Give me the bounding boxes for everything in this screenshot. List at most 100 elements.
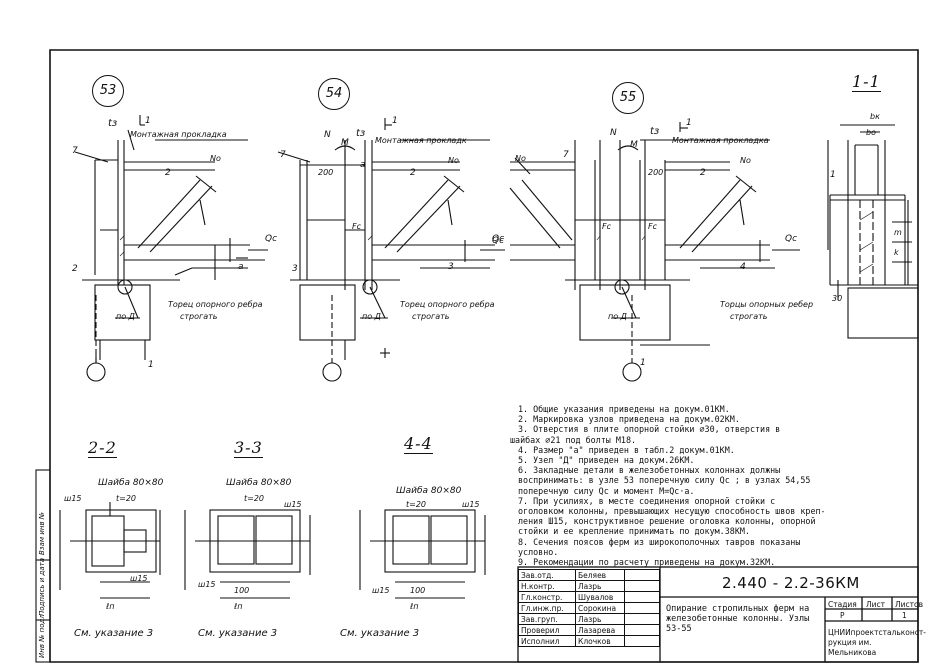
- note-line: 8. Сечения поясов ферм из широкополочных…: [518, 536, 801, 547]
- mount-plate-label-53: Монтажная прокладка: [130, 130, 227, 139]
- detail-d-label-53: по Д: [116, 312, 135, 321]
- cut-3b-label-54: 3: [448, 262, 454, 272]
- mount-plate-label-55: Монтажная прокладка: [672, 136, 769, 145]
- note-line: 3. Отверстия в плите опорной стойки ⌀30,…: [518, 424, 781, 435]
- dim-200-label-55: 200: [648, 168, 664, 177]
- note-line: стойки и ее крепление принимать по докум…: [518, 526, 750, 537]
- sheets-header: Листов: [895, 600, 924, 609]
- washer-label-22: Шайба 80×80: [98, 478, 164, 488]
- note-line: 1. Общие указания приведены на докум.01К…: [518, 404, 730, 414]
- general-notes: 1. Общие указания приведены на докум.01К…: [510, 404, 890, 567]
- member-2-label-55: 2: [700, 168, 706, 178]
- m-label-54: M: [341, 138, 349, 148]
- qc-right-label-55: Qс: [785, 234, 798, 244]
- plane-label-53: строгать: [180, 312, 218, 321]
- sheets-value: 1: [902, 611, 907, 620]
- document-title: Опирание стропильных ферм на железобетон…: [666, 604, 810, 634]
- weld-b-label-22: ш15: [130, 574, 148, 583]
- section-2-2-title: 2-2: [88, 438, 117, 458]
- section-1-1-title: 1-1: [852, 72, 881, 92]
- node-53-label: 53: [99, 83, 117, 98]
- no-label-53: No: [210, 154, 221, 163]
- no-label-55: No: [740, 156, 751, 165]
- node-55-marker: 55: [612, 82, 644, 114]
- node-53-marker: 53: [92, 75, 124, 107]
- note-line: 7. При усилиях, в месте соединения опорн…: [518, 495, 776, 506]
- section-4-4-title: 4-4: [404, 434, 433, 454]
- side-replace-inv: Взам инв №: [38, 511, 46, 555]
- weld-label-33: ш15: [284, 500, 302, 509]
- member-2-label-54: 2: [410, 168, 416, 178]
- stage-header: Стадия: [828, 600, 857, 609]
- ts-label-55: tз: [650, 126, 660, 137]
- t20-label-33: t=20: [244, 494, 265, 503]
- note-line: условно.: [518, 546, 559, 557]
- staff-row: Зав.отд.Беляев: [518, 569, 660, 581]
- document-code: 2.440 - 2.2-36КМ: [722, 574, 860, 592]
- member-1-label-11: 1: [830, 170, 836, 180]
- no-label-54: No: [448, 156, 459, 165]
- note-line: воспринимать: в узле 53 поперечную силу …: [518, 475, 811, 486]
- cut-2-label-53: 2: [72, 264, 78, 274]
- member-7-label-54: 7: [280, 150, 286, 160]
- dim-200-label-54: 200: [318, 168, 334, 177]
- no-left-label-55: No: [515, 154, 526, 163]
- note-line: 4. Размер "а" приведен в табл.2 докум.01…: [518, 444, 735, 455]
- weld-b-label-33: ш15: [198, 580, 216, 589]
- see-note-label-33: См. указание 3: [198, 628, 278, 639]
- k-dim-label-11: k: [894, 248, 899, 257]
- see-note-label-22: См. указание 3: [74, 628, 154, 639]
- bk-label-11: bк: [870, 112, 880, 121]
- cut-4-label-55: 4: [740, 262, 746, 272]
- see-note-label-44: См. указание 3: [340, 628, 420, 639]
- ts-label-53: tз: [108, 118, 118, 129]
- dim-100-label-33: 100: [234, 586, 250, 595]
- note-line: поперечную силу Qс и момент М=Qс·а.: [518, 485, 695, 496]
- note-line: ления Ш15, конструктивное решение оголов…: [518, 516, 816, 527]
- ln-label-22: ℓп: [106, 602, 115, 611]
- organization: ЦНИИпроектстальконст-рукция им. Мельнико…: [828, 628, 926, 657]
- staff-row: Гл.констр.Шувалов: [518, 591, 660, 603]
- cut-1b-label-53: 1: [148, 360, 154, 370]
- cut-1-label-53: 1: [145, 116, 151, 126]
- staff-row: Зав.груп.Лазрь: [518, 613, 660, 625]
- node-54-label: 54: [325, 86, 343, 101]
- fc-label-54: Fс: [352, 222, 361, 231]
- note-line: 2. Маркировка узлов приведена на докум.0…: [518, 414, 740, 425]
- detail-d-label-55: по Д: [608, 312, 627, 321]
- title-block-staff: Зав.отд.Беляев Н.контр.Лазрь Гл.констр.Ш…: [518, 569, 660, 647]
- m-label-55: M: [630, 140, 638, 150]
- ts-label-54: tз: [356, 128, 366, 139]
- end-faces-label-55: Торцы опорных ребер: [720, 300, 814, 309]
- note-line: 6. Закладные детали в железобетонных кол…: [518, 465, 781, 476]
- member-7-label-53: 7: [72, 146, 78, 156]
- end-face-label-54: Торец опорного ребра: [400, 300, 495, 309]
- end-face-label-53: Торец опорного ребра: [168, 300, 263, 309]
- qc-label-54: Qс: [492, 234, 505, 244]
- n-label-55: N: [610, 128, 617, 138]
- weld-label-22: ш15: [64, 494, 82, 503]
- a-label-53: a: [238, 262, 244, 272]
- n-label-54: N: [324, 130, 331, 140]
- washer-label-33: Шайба 80×80: [226, 478, 292, 488]
- plane-label-55: строгать: [730, 312, 768, 321]
- fc-left-label-55: Fс: [602, 222, 611, 231]
- cut-1-label-55: 1: [686, 118, 692, 128]
- staff-row: Гл.инж.пр.Сорокина: [518, 602, 660, 614]
- weld-label-44: ш15: [462, 500, 480, 509]
- washer-label-44: Шайба 80×80: [396, 486, 462, 496]
- note-line: 5. Узел "Д" приведен на докум.26КМ.: [518, 455, 695, 466]
- member-7-label-55: 7: [563, 150, 569, 160]
- bo-label-11: bо: [866, 128, 876, 137]
- m-dim-label-11: m: [894, 228, 902, 237]
- detail-d-label-54: по Д: [362, 312, 381, 321]
- ln-label-44: ℓп: [410, 602, 419, 611]
- staff-row: Н.контр.Лазрь: [518, 580, 660, 592]
- cut-1b-label-55: 1: [640, 358, 646, 368]
- member-2-label-53: 2: [165, 168, 171, 178]
- note-line: оголовком колонны, превышающих несущую с…: [518, 506, 826, 517]
- dim-30-label-11: 30: [832, 294, 843, 303]
